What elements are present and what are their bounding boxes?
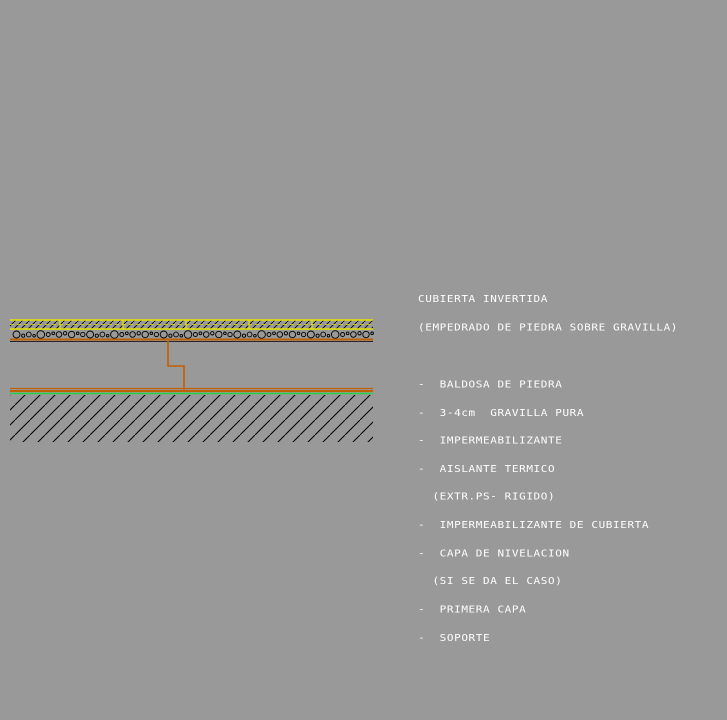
support-layer	[10, 395, 373, 442]
gravel-pebble	[288, 330, 297, 339]
gravel-pebble	[272, 331, 276, 336]
gravel-pebble	[110, 330, 119, 339]
gravel-pebble	[253, 333, 257, 338]
gravel-pebble	[51, 331, 56, 336]
gravel-pebble	[75, 331, 80, 336]
gravel-pebble	[233, 330, 242, 339]
gravel-pebble	[149, 331, 154, 336]
gravel-pebble	[136, 331, 141, 336]
gravel-pebble	[179, 333, 184, 338]
gravel-pebble	[183, 330, 193, 339]
gravel-pebble	[141, 330, 149, 339]
gravel-pebble	[25, 331, 32, 338]
gravel-pebble	[21, 333, 26, 338]
gravel-pebble	[320, 331, 327, 338]
gravel-layer	[12, 330, 374, 339]
legend-subtitle: (EMPEDRADO DE PIEDRA SOBRE GRAVILLA)	[418, 321, 679, 334]
layer-item: - IMPERMEABILIZANTE	[418, 434, 563, 447]
gravel-pebble	[86, 330, 95, 339]
layer-item: - AISLANTE TERMICO	[418, 462, 556, 475]
gravel-pebble	[105, 333, 110, 338]
gravel-pebble	[94, 333, 99, 338]
layer-item: - PRIMERA CAPA	[418, 603, 527, 616]
layer-item: (SI SE DA EL CASO)	[418, 575, 563, 588]
gravel-pebble	[198, 331, 203, 336]
gravel-pebble	[55, 331, 63, 338]
gravel-pebble	[159, 330, 168, 339]
gravel-pebble	[350, 331, 357, 338]
layer-item: - BALDOSA DE PIEDRA	[418, 378, 563, 391]
layer-item: (EXTR.PS- RIGIDO)	[418, 490, 556, 503]
gravel-pebble	[124, 331, 129, 336]
gravel-pebble	[173, 331, 179, 338]
gravel-pebble	[330, 330, 340, 339]
gravel-pebble	[362, 330, 370, 339]
insulation-joint	[167, 341, 185, 390]
gravel-pebble	[62, 331, 68, 336]
gravel-pebble	[345, 331, 350, 336]
gravel-pebble	[153, 331, 160, 338]
gravel-pebble	[99, 331, 106, 338]
gravel-pebble	[210, 331, 215, 336]
legend-title: CUBIERTA INVERTIDA	[418, 292, 549, 305]
gravel-pebble	[241, 333, 247, 338]
gravel-pebble	[32, 333, 36, 338]
layer-item: - 3-4cm GRAVILLA PURA	[418, 406, 585, 419]
gravel-pebble	[36, 330, 46, 339]
gravel-pebble	[45, 332, 51, 337]
layer-list: - BALDOSA DE PIEDRA - 3-4cm GRAVILLA PUR…	[418, 361, 678, 661]
gravel-pebble	[119, 332, 125, 337]
gravel-pebble	[326, 333, 331, 338]
gravel-pebble	[306, 330, 315, 339]
stone-tile-layer	[10, 319, 373, 330]
gravel-pebble	[215, 330, 223, 339]
gravel-pebble	[192, 332, 198, 337]
gravel-pebble	[168, 333, 173, 338]
layer-item: - SOPORTE	[418, 631, 491, 644]
gravel-pebble	[276, 331, 284, 338]
gravel-pebble	[129, 331, 136, 338]
gravel-pebble	[300, 331, 307, 338]
gravel-pebble	[202, 331, 210, 338]
gravel-pebble	[357, 331, 362, 336]
legend: CUBIERTA INVERTIDA (EMPEDRADO DE PIEDRA …	[418, 276, 678, 671]
gravel-pebble	[266, 332, 272, 337]
gravel-pebble	[246, 331, 253, 338]
gravel-pebble	[257, 330, 266, 339]
gravel-pebble	[370, 331, 374, 336]
layer-item: - CAPA DE NIVELACION	[418, 547, 570, 560]
gravel-pebble	[227, 331, 233, 338]
gravel-pebble	[223, 331, 227, 336]
gravel-pebble	[340, 332, 346, 337]
waterproofing-layer	[10, 387, 373, 395]
gravel-pebble	[296, 331, 301, 336]
gravel-pebble	[80, 331, 86, 338]
gravel-pebble	[283, 331, 289, 336]
gravel-pebble	[12, 330, 21, 339]
layer-item: - IMPERMEABILIZANTE DE CUBIERTA	[418, 518, 650, 531]
gravel-pebble	[315, 333, 320, 338]
gravel-pebble	[67, 330, 76, 339]
